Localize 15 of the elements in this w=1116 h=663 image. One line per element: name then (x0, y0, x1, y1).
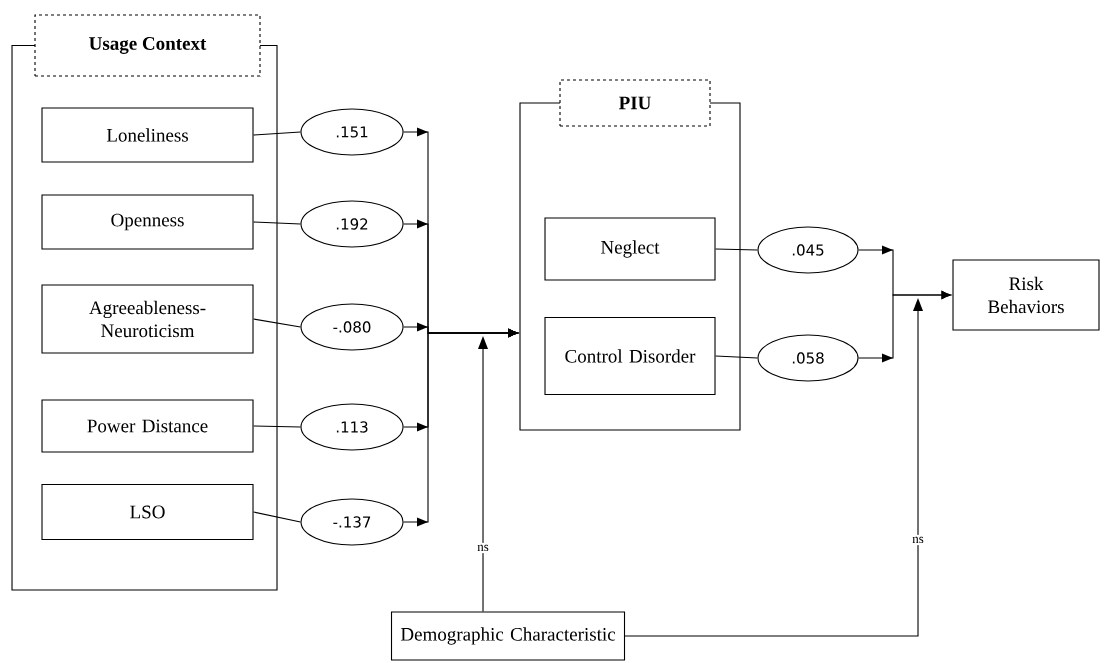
edge-label: ns (475, 542, 491, 554)
text-box: Agreeableness-Neuroticism (41, 284, 254, 354)
arrow (624, 298, 923, 637)
text-box: Openness (41, 194, 254, 250)
text-box: Demographic Characteristic (390, 611, 626, 661)
text-box: LSO (41, 483, 254, 541)
arrow (858, 290, 951, 363)
arrow (478, 336, 488, 612)
text-box: Loneliness (41, 107, 254, 163)
text-box: Neglect (544, 217, 716, 281)
edge-label: ns (910, 534, 926, 546)
text-box: Risk Behaviors (952, 259, 1100, 331)
text-box: Control Disorder (544, 316, 716, 396)
arrow (403, 328, 518, 527)
text-box: Power Distance (41, 399, 254, 453)
